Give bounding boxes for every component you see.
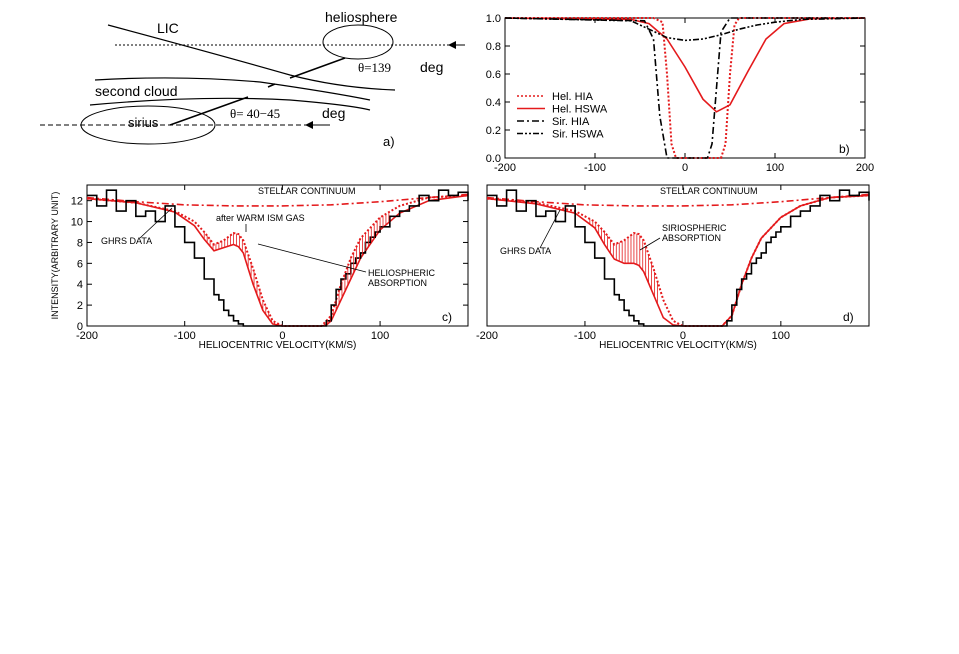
panel-tag: d)	[843, 310, 854, 324]
y-tick-label: 2	[77, 300, 83, 312]
annotation-ghrs: GHRS DATA	[101, 236, 152, 246]
series-line-sir-hswa	[504, 17, 866, 42]
annotation-absorption-1: HELIOSPHERIC	[368, 268, 436, 278]
x-tick-label: -100	[584, 162, 606, 174]
annotation-warm: after WARM ISM GAS	[216, 213, 305, 223]
cloud-boundary-lower	[89, 97, 371, 111]
lic-boundary	[107, 24, 396, 91]
theta1-label: θ=139	[358, 60, 391, 75]
series-line-stellar-continuum	[486, 193, 870, 207]
chart-d: -200 -100 0 100 d) HELIOCENTRIC VELOCITY(KM/S…	[476, 184, 870, 351]
annotation-ghrs: GHRS DATA	[500, 246, 551, 256]
y-tick-label: 0.0	[486, 153, 501, 165]
sirius-label: sirius	[128, 115, 159, 130]
annotation-absorption-2: ABSORPTION	[662, 233, 721, 243]
x-tick-label: 100	[772, 330, 790, 342]
x-tick-label: -200	[494, 162, 516, 174]
pointer-gap	[267, 83, 276, 88]
y-tick-label: 8	[77, 237, 83, 249]
y-tick-label: 0.2	[486, 125, 501, 137]
annotation-leader	[257, 243, 367, 273]
x-axis-label: HELIOCENTRIC VELOCITY(KM/S)	[599, 340, 757, 351]
x-tick-label: -100	[174, 330, 196, 342]
sirius-ellipse	[80, 105, 216, 145]
annotation-continuum: STELLAR CONTINUUM	[660, 186, 758, 196]
x-tick-label: -200	[76, 330, 98, 342]
legend-label: Hel. HIA	[552, 91, 594, 103]
series-line-ghrs-data	[487, 189, 870, 327]
annotation-leader	[639, 237, 661, 251]
heliosphere-label: heliosphere	[325, 9, 398, 25]
y-tick-label: 10	[71, 217, 83, 229]
x-axis-label: HELIOCENTRIC VELOCITY(KM/S)	[199, 340, 357, 351]
theta2-label: θ= 40−45	[230, 106, 280, 121]
y-tick-label: 0	[77, 321, 83, 333]
lic-label: LIC	[157, 20, 179, 36]
annotation-absorption-1: SIRIOSPHERIC	[662, 223, 727, 233]
sirius-arrow-head	[305, 121, 313, 129]
y-tick-label: 1.0	[486, 13, 501, 25]
legend-label: Sir. HIA	[552, 116, 590, 128]
y-tick-label: 4	[77, 279, 83, 291]
panel-a-tag: a)	[383, 134, 395, 149]
cloud-boundary	[94, 77, 371, 101]
series-line-sir-hia	[504, 17, 865, 159]
series-line-siriospheric-absorption-model	[486, 194, 870, 327]
y-tick-label: 0.6	[486, 69, 501, 81]
x-tick-label: 100	[371, 330, 389, 342]
annotation-leader	[139, 207, 173, 239]
panel-a: LIC heliosphere θ=139 deg second cloud θ…	[40, 9, 465, 149]
series-line-stellar-continuum	[86, 193, 469, 207]
panel-tag: c)	[442, 310, 452, 324]
legend-label: Hel. HSWA	[552, 104, 608, 116]
deg1-label: deg	[420, 59, 443, 75]
x-tick-label: 0	[279, 330, 285, 342]
annotation-absorption-2: ABSORPTION	[368, 278, 427, 288]
chart-c: -200 -100 0 100 0 2 4 6 8 10 12 c) HELIOCENTRIC VELO…	[50, 184, 469, 351]
series-line-ghrs-data	[87, 189, 469, 327]
chart-b: -200 -100 0 100 200 0.0 0.2 0.4 0.6 0.8 1.0 b) Hel. …	[486, 13, 874, 174]
second-cloud-label: second cloud	[95, 83, 178, 99]
annotation-leader	[539, 209, 561, 249]
x-tick-label: 200	[856, 162, 874, 174]
legend-label: Sir. HSWA	[552, 129, 604, 141]
series-line-after-warm-ism-gas	[86, 194, 469, 327]
x-tick-label: 100	[766, 162, 784, 174]
y-tick-label: 0.8	[486, 41, 501, 53]
heliosphere-ellipse	[322, 24, 394, 60]
deg2-label: deg	[322, 105, 345, 121]
y-axis-label: INTENSITY(ARBITRARY UNIT)	[50, 192, 60, 320]
sirius-pointer	[169, 96, 249, 126]
x-tick-label: -200	[476, 330, 498, 342]
x-tick-label: 0	[680, 330, 686, 342]
series-line-hel-hswa	[504, 17, 866, 113]
helio-pointer	[289, 57, 346, 79]
annotation-continuum: STELLAR CONTINUUM	[258, 186, 356, 196]
x-tick-label: -100	[574, 330, 596, 342]
y-tick-label: 12	[71, 196, 83, 208]
panel-tag: b)	[839, 142, 850, 156]
y-tick-label: 0.4	[486, 97, 501, 109]
y-tick-label: 6	[77, 258, 83, 270]
lic-arrow-head	[448, 41, 456, 49]
x-tick-label: 0	[682, 162, 688, 174]
series-line-after-warm-ism-gas	[486, 194, 870, 327]
